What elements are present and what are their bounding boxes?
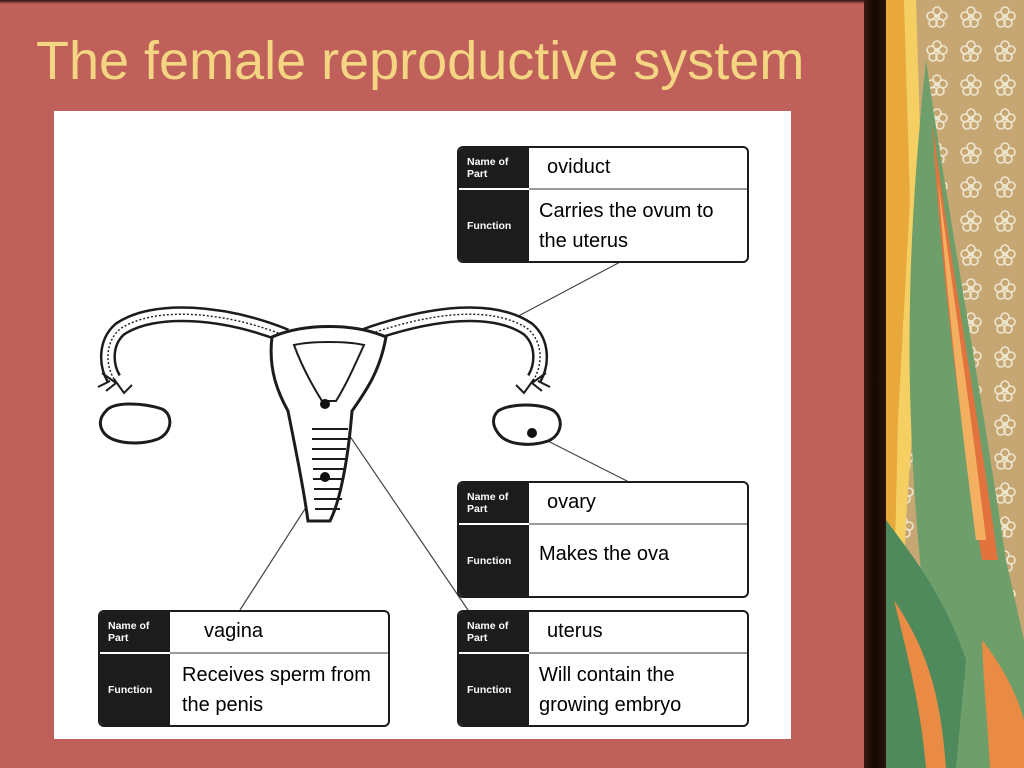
uterus-name: uterus	[547, 620, 603, 642]
vagina-leader-line	[239, 497, 313, 611]
left-ovary-shape	[98, 402, 172, 445]
vagina-function: Receives sperm from the penis	[182, 664, 371, 716]
vagina-card: Name of Part Function vagina Receives sp…	[98, 610, 390, 727]
ovary-name: ovary	[547, 491, 596, 513]
top-border	[0, 0, 880, 4]
name-of-part-label: Name of Part	[459, 483, 529, 523]
uterus-leader-line	[327, 403, 469, 611]
uterus-card: Name of Part Function uterus Will contai…	[457, 610, 749, 727]
function-label: Function	[100, 654, 170, 725]
function-label: Function	[459, 654, 529, 725]
slide-border	[864, 0, 886, 768]
name-of-part-label: Name of Part	[459, 148, 529, 188]
name-of-part-label: Name of Part	[100, 612, 170, 652]
right-ovary-shape	[492, 403, 562, 446]
oviduct-card: Name of Part Function oviduct Carries th…	[457, 146, 749, 263]
function-label: Function	[459, 525, 529, 596]
oviduct-name: oviduct	[547, 156, 611, 178]
reproductive-system-drawing	[97, 260, 630, 611]
decorative-side-panel	[886, 0, 1024, 768]
ovary-function: Makes the ova	[539, 543, 670, 565]
slide-title: The female reproductive system	[36, 31, 805, 91]
name-of-part-label: Name of Part	[459, 612, 529, 652]
vaginal-rugae	[312, 428, 348, 510]
vagina-pointer-dot	[320, 472, 330, 482]
oviduct-function: Carries the ovum to the uterus	[539, 200, 714, 252]
decorative-pattern	[886, 0, 1024, 768]
uterus-shape	[269, 325, 388, 523]
uterus-pointer-dot	[320, 399, 330, 409]
card-divider	[529, 523, 747, 525]
vagina-name: vagina	[204, 620, 263, 642]
card-divider	[529, 652, 747, 654]
uterus-function: Will contain the growing embryo	[539, 664, 682, 716]
ovary-pointer-dot	[527, 428, 537, 438]
card-divider	[529, 188, 747, 190]
card-divider	[170, 652, 388, 654]
oviduct-leader-line	[508, 260, 623, 322]
fallopian-tubes	[100, 306, 548, 384]
uterine-cavity-shape	[292, 341, 366, 402]
diagram-panel: Name of Part Function oviduct Carries th…	[54, 111, 791, 739]
function-label: Function	[459, 190, 529, 261]
ovary-card: Name of Part Function ovary Makes the ov…	[457, 481, 749, 598]
fimbriae	[97, 372, 551, 395]
